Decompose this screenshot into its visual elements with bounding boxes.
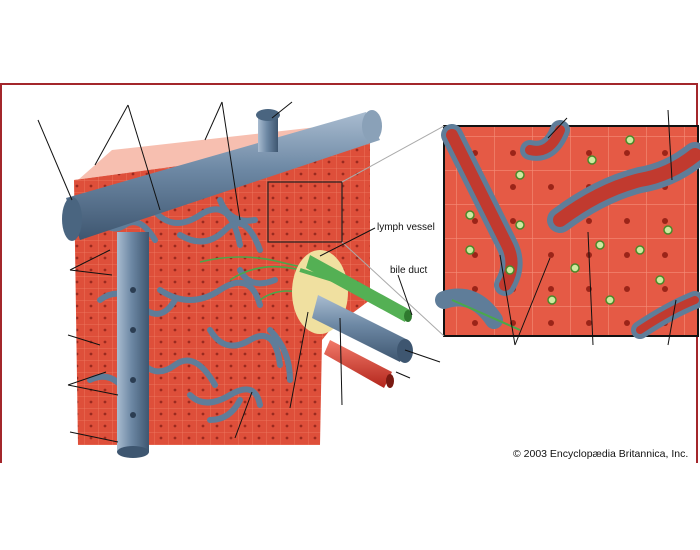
leader-lines xyxy=(37,101,677,443)
copyright-credit: © 2003 Encyclopædia Britannica, Inc. xyxy=(513,448,689,460)
lymph-vessel-label: lymph vessel xyxy=(377,222,435,233)
horizontal-vein xyxy=(62,109,382,241)
magnified-inset xyxy=(435,120,700,339)
zoom-guide xyxy=(267,125,445,337)
bile-duct-label: bile duct xyxy=(390,265,428,276)
vertical-vein xyxy=(117,232,149,458)
